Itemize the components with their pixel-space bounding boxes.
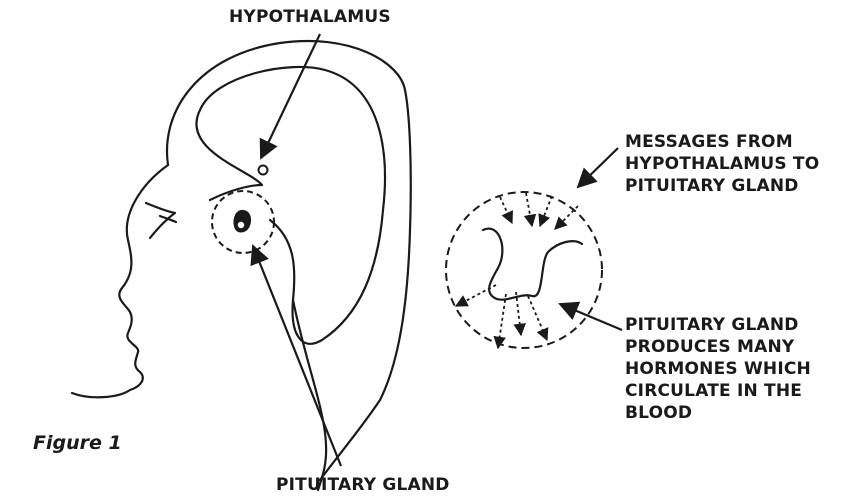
pituitary-shape-large — [483, 229, 582, 300]
messages-label: MESSAGES FROM HYPOTHALAMUS TO PITUITARY … — [625, 131, 819, 197]
hormone-arrow-2 — [498, 294, 506, 348]
messages-label-line: PITUITARY GLAND — [625, 175, 819, 197]
hormone-arrow-4 — [528, 296, 547, 340]
figure-caption: Figure 1 — [33, 432, 122, 454]
hormone-arrow-3 — [516, 292, 521, 335]
hormones-label-line: HORMONES WHICH — [625, 358, 811, 380]
message-arrow-2 — [526, 193, 532, 226]
hypothalamus-arrow — [261, 34, 320, 158]
hormones-label-line: BLOOD — [625, 402, 811, 424]
messages-label-line: HYPOTHALAMUS TO — [625, 153, 819, 175]
enlarged-view-circle — [446, 192, 602, 348]
face-profile — [72, 165, 168, 397]
hormones-label: PITUITARY GLAND PRODUCES MANY HORMONES W… — [625, 314, 811, 424]
message-arrow-3 — [540, 196, 552, 226]
hormones-label-line: PRODUCES MANY — [625, 336, 811, 358]
produces-arrow — [560, 304, 622, 330]
hormones-label-line: CIRCULATE IN THE — [625, 380, 811, 402]
brain-outline — [196, 67, 385, 344]
eye-lid — [160, 216, 176, 222]
pituitary-core-small — [237, 221, 245, 229]
messages-arrow — [578, 148, 618, 187]
pituitary-arrow — [253, 246, 341, 466]
hormone-arrow-1 — [456, 285, 496, 306]
message-arrow-1 — [500, 197, 512, 223]
hypothalamus-label: HYPOTHALAMUS — [229, 6, 391, 28]
pituitary-gland-label: PITUITARY GLAND — [276, 474, 450, 496]
hormones-label-line: PITUITARY GLAND — [625, 314, 811, 336]
messages-label-line: MESSAGES FROM — [625, 131, 819, 153]
brain-stem — [293, 300, 326, 490]
hypothalamus-marker — [259, 166, 268, 175]
